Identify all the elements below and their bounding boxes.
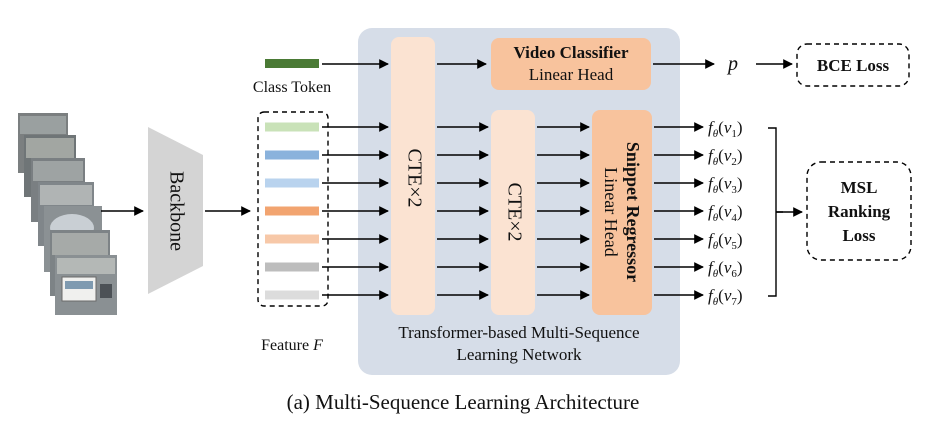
snippet-output-label: fθ(v5)	[708, 230, 743, 252]
figure-caption: (a) Multi-Sequence Learning Architecture	[287, 390, 640, 414]
snippet-output-label: fθ(v7)	[708, 286, 743, 308]
video-classifier-subtitle: Linear Head	[529, 65, 614, 84]
feature-token	[265, 122, 319, 132]
msl-loss-line1: MSL	[841, 178, 878, 197]
snippet-output-label: fθ(v2)	[708, 146, 743, 168]
arrows-regressor-to-outputs	[654, 122, 704, 300]
cte-block-1-label: CTE×2	[403, 148, 425, 207]
feature-box	[257, 111, 329, 307]
cte-block-2	[491, 110, 535, 315]
video-frames	[18, 113, 117, 315]
output-p: p	[726, 53, 738, 75]
cte-block-2-label: CTE×2	[503, 182, 525, 241]
msl-loss-line3: Loss	[842, 226, 875, 245]
backbone-block	[148, 127, 203, 294]
msl-loss-line2: Ranking	[828, 202, 891, 221]
feature-token	[265, 290, 319, 300]
class-token-label: Class Token	[253, 79, 331, 96]
video-frame	[55, 255, 117, 315]
snippet-output-label: fθ(v1)	[708, 118, 743, 140]
video-classifier-block	[491, 38, 651, 90]
feature-label: Feature F	[261, 337, 323, 354]
feature-token	[265, 178, 319, 188]
arrows-cte1-to-cte2	[437, 122, 489, 300]
snippet-regressor-block	[592, 110, 652, 315]
network-label-line1: Transformer-based Multi-Sequence	[398, 323, 639, 342]
feature-token	[265, 262, 319, 272]
arrows-feature-to-cte1	[322, 122, 389, 300]
bce-loss-label: BCE Loss	[817, 56, 890, 75]
network-label-line2: Learning Network	[456, 345, 582, 364]
feature-token	[265, 150, 319, 160]
arrows-cte2-to-regressor	[537, 122, 590, 300]
feature-token	[265, 206, 319, 216]
feature-tokens	[265, 122, 319, 300]
snippet-output-label: fθ(v4)	[708, 202, 743, 224]
msl-loss-box	[806, 161, 912, 261]
bce-loss-box	[796, 43, 910, 87]
video-classifier-title: Video Classifier	[513, 43, 629, 62]
feature-token	[265, 234, 319, 244]
snippet-regressor-subtitle: Linear Head	[601, 167, 621, 256]
snippet-regressor-title: Snippet Regressor	[623, 142, 643, 282]
snippet-output-label: fθ(v3)	[708, 174, 743, 196]
class-token	[265, 59, 319, 68]
cte-block-1	[391, 37, 435, 315]
backbone-label: Backbone	[165, 171, 187, 251]
snippet-output-label: fθ(v6)	[708, 258, 743, 280]
snippet-output-labels: fθ(v1) fθ(v2) fθ(v3) fθ(v4) fθ(v5) fθ(v6) fθ(v…	[708, 118, 743, 308]
